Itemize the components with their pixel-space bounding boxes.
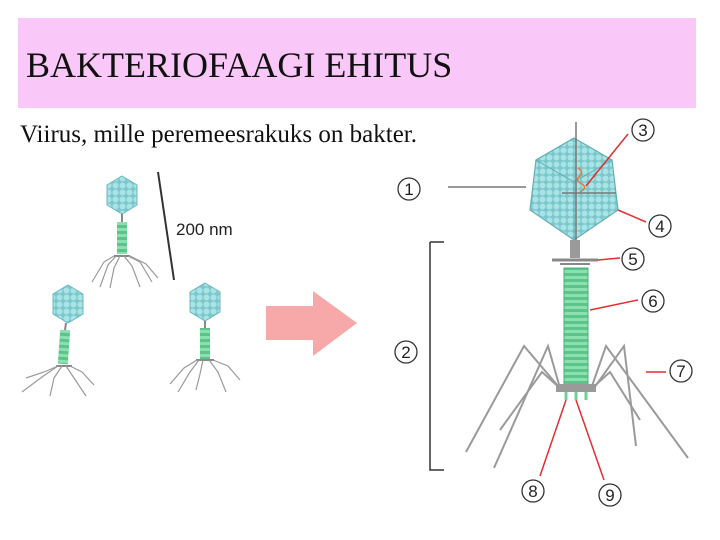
svg-text:2: 2 bbox=[401, 343, 410, 362]
svg-text:5: 5 bbox=[628, 250, 637, 269]
callout-5: 5 bbox=[622, 248, 644, 270]
callout-6: 6 bbox=[642, 290, 664, 312]
svg-text:4: 4 bbox=[655, 217, 664, 236]
callout-4: 4 bbox=[649, 215, 671, 237]
callout-2: 2 bbox=[395, 341, 417, 363]
small-phage-top bbox=[92, 176, 158, 288]
base-plate bbox=[556, 384, 596, 392]
svg-text:3: 3 bbox=[638, 121, 647, 140]
small-phage-right bbox=[170, 283, 240, 392]
callout-1: 1 bbox=[398, 178, 420, 200]
arrow-right-icon bbox=[266, 291, 357, 356]
callout-7: 7 bbox=[670, 360, 692, 382]
callout-3: 3 bbox=[632, 119, 654, 141]
neck bbox=[570, 240, 580, 258]
svg-text:8: 8 bbox=[528, 482, 537, 501]
tail-sheath bbox=[564, 268, 588, 386]
scale-label: 200 nm bbox=[176, 220, 233, 239]
svg-text:6: 6 bbox=[648, 292, 657, 311]
scale-bar bbox=[158, 172, 174, 280]
svg-text:1: 1 bbox=[404, 180, 413, 199]
callout-9: 9 bbox=[599, 484, 621, 506]
small-phage-left bbox=[22, 285, 94, 396]
callout-8: 8 bbox=[522, 480, 544, 502]
svg-text:7: 7 bbox=[676, 362, 685, 381]
svg-text:9: 9 bbox=[605, 486, 614, 505]
